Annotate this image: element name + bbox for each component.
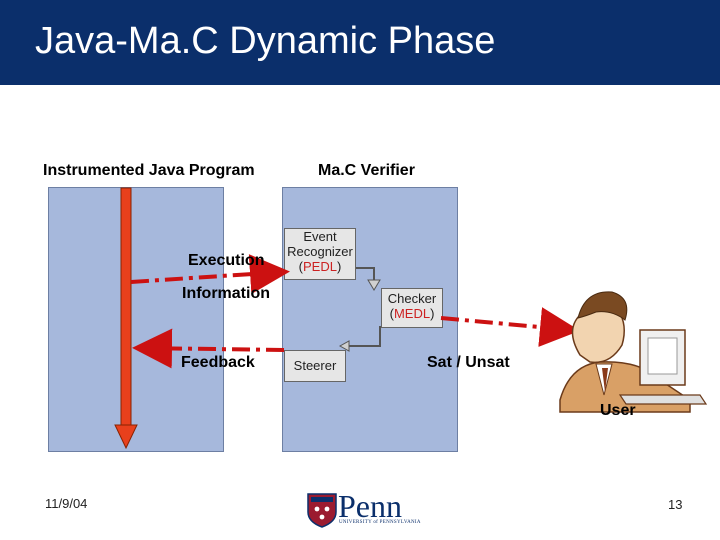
event-recognizer-lang-line: (PEDL) xyxy=(285,259,355,274)
title-bar: Java-Ma.C Dynamic Phase xyxy=(0,0,720,85)
execution-label: Execution xyxy=(188,252,265,269)
event-recognizer-box: Event Recognizer (PEDL) xyxy=(284,228,356,280)
left-heading: Instrumented Java Program xyxy=(43,162,255,179)
paren-close: ) xyxy=(336,259,342,274)
execution-arrow-shaft xyxy=(120,187,132,429)
recognizer-to-checker-line xyxy=(356,267,375,282)
feedback-label: Feedback xyxy=(181,354,255,371)
pedl-label: PEDL xyxy=(303,259,337,274)
medl-label: MEDL xyxy=(393,306,431,321)
recognizer-to-checker-head xyxy=(367,279,381,291)
user-label: User xyxy=(600,402,636,419)
feedback-arrow xyxy=(132,328,285,369)
penn-logo-text: Penn xyxy=(338,488,402,524)
checker-box: Checker (MEDL) xyxy=(381,288,443,328)
execution-arrow-head xyxy=(114,424,138,450)
slide-date: 11/9/04 xyxy=(45,496,88,511)
java-program-panel xyxy=(48,187,224,452)
penn-shield-icon xyxy=(307,493,337,528)
paren-open: ( xyxy=(389,306,394,321)
event-recognizer-line1: Event xyxy=(303,229,337,244)
result-arrow xyxy=(440,307,580,347)
user-figure xyxy=(559,291,708,413)
information-arrow xyxy=(130,254,290,295)
checker-to-steerer-head xyxy=(338,340,350,352)
steerer-box: Steerer xyxy=(284,350,346,382)
checker-to-steerer-line xyxy=(346,326,381,347)
information-label: Information xyxy=(182,285,270,302)
slide-title: Java-Ma.C Dynamic Phase xyxy=(35,20,496,62)
paren-close: ) xyxy=(430,306,435,321)
slide-page-number: 13 xyxy=(668,497,683,512)
event-recognizer-line2: Recognizer xyxy=(287,244,353,259)
result-label: Sat / Unsat xyxy=(427,354,510,371)
steerer-label: Steerer xyxy=(293,358,337,373)
checker-lang-line: (MEDL) xyxy=(382,306,442,321)
paren-open: ( xyxy=(298,259,304,274)
checker-line1: Checker xyxy=(387,291,437,306)
right-heading: Ma.C Verifier xyxy=(318,162,415,179)
penn-logo-subtext: UNIVERSITY of PENNSYLVANIA xyxy=(339,520,421,525)
